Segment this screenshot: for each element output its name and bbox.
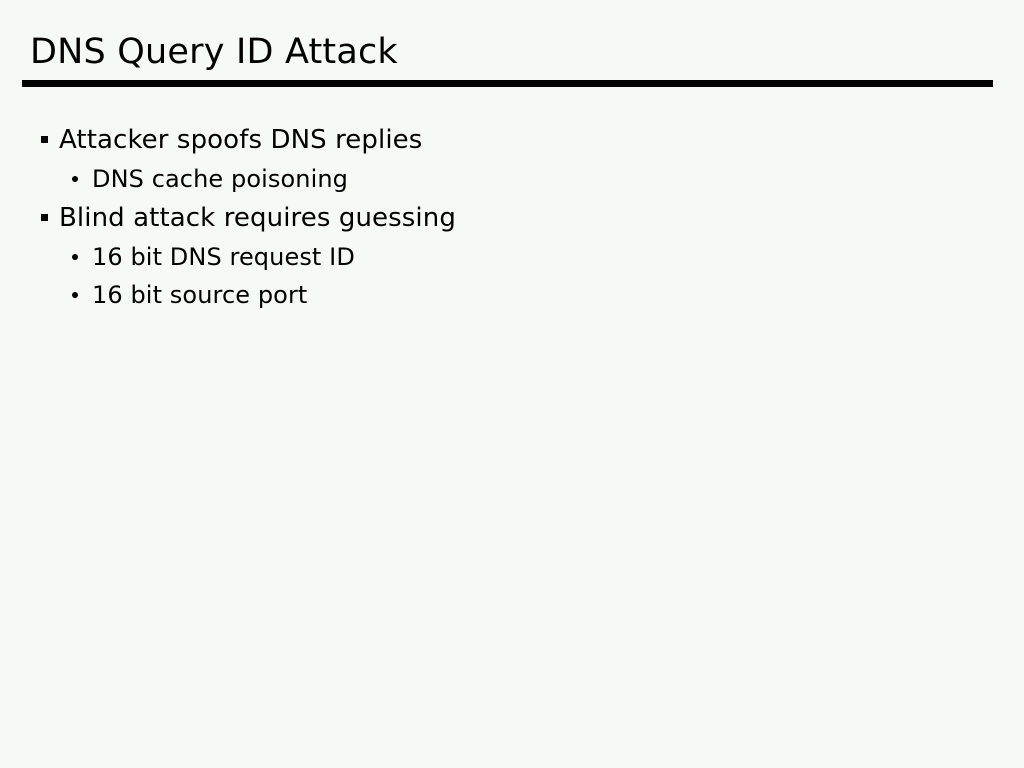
slide-bullet-list: Attacker spoofs DNS replies DNS cache po… [22, 122, 982, 316]
page-title: DNS Query ID Attack [30, 32, 398, 72]
list-item-label: 16 bit source port [92, 281, 308, 309]
slide-header: DNS Query ID Attack [22, 30, 993, 87]
list-item-label: Attacker spoofs DNS replies [59, 125, 423, 155]
list-item: 16 bit DNS request ID [22, 240, 982, 275]
dot-bullet-icon [72, 283, 92, 302]
list-item: Attacker spoofs DNS replies [22, 122, 982, 158]
square-bullet-icon [41, 128, 59, 147]
list-item-label: 16 bit DNS request ID [92, 243, 355, 271]
list-item-label: Blind attack requires guessing [59, 203, 456, 233]
list-item: DNS cache poisoning [22, 162, 982, 197]
list-item: 16 bit source port [22, 278, 982, 313]
slide-empty-content-area [0, 320, 1024, 768]
list-item-label: DNS cache poisoning [92, 165, 348, 193]
dot-bullet-icon [72, 245, 92, 264]
title-divider-rule [22, 80, 993, 87]
dot-bullet-icon [72, 167, 92, 186]
square-bullet-icon [41, 206, 59, 225]
list-item: Blind attack requires guessing [22, 200, 982, 236]
